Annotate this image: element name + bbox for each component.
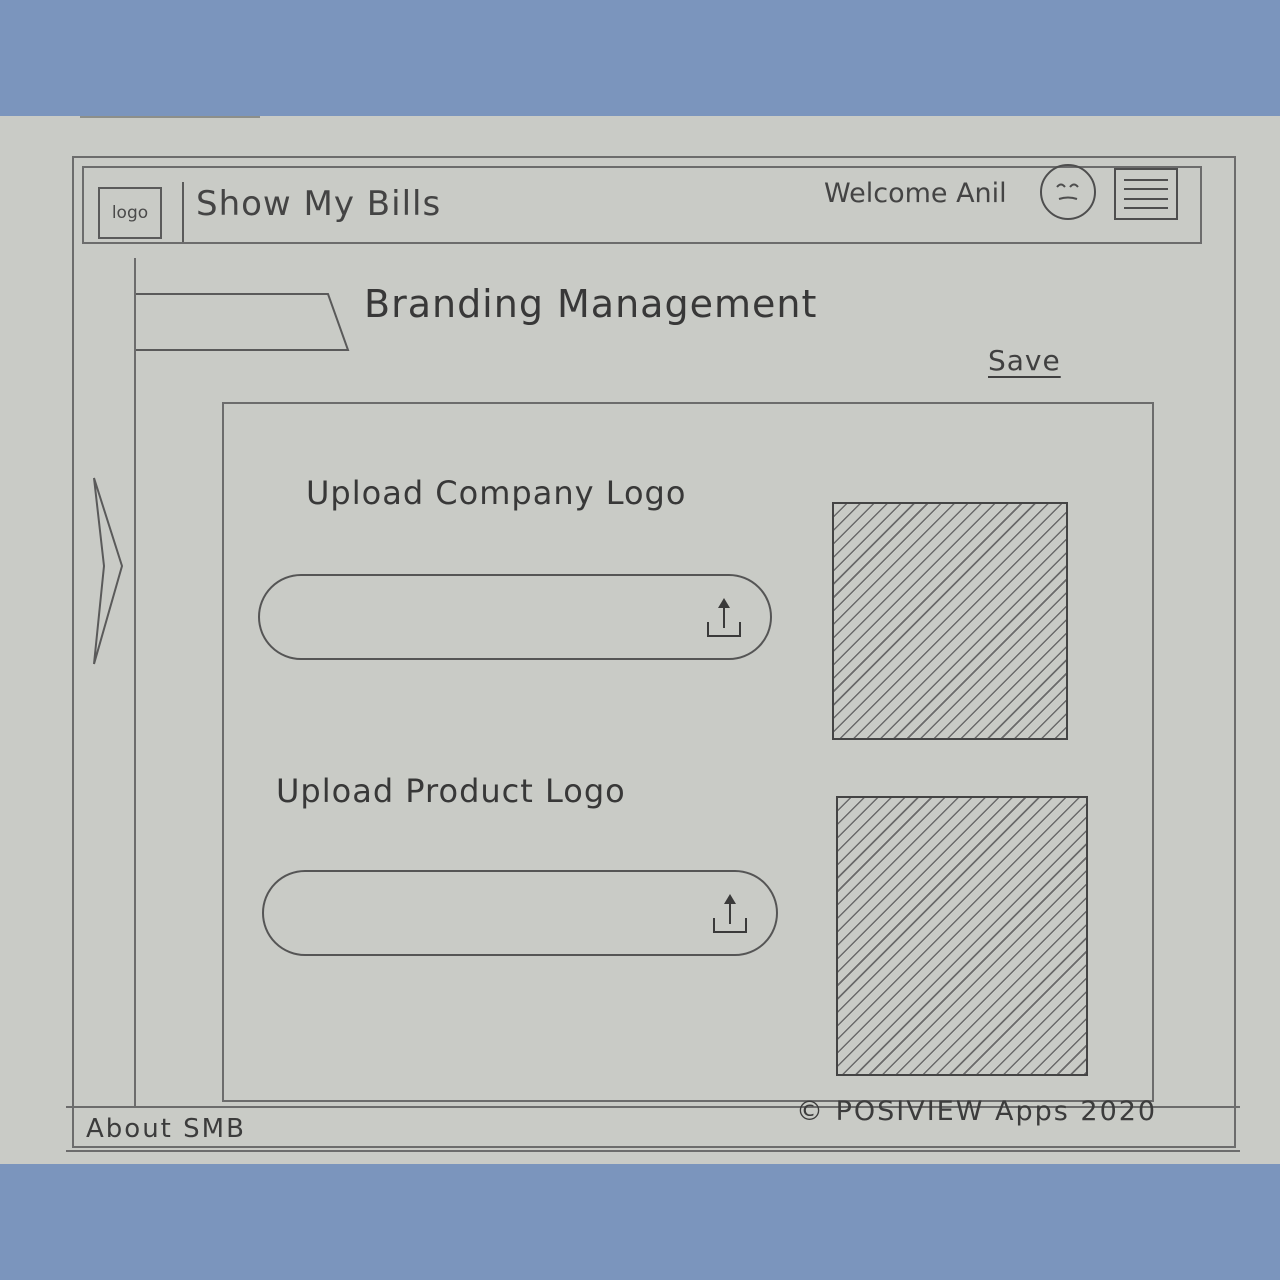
chevron-right-icon[interactable] [88,474,128,670]
app-logo-text: logo [111,203,149,223]
page-title: Branding Management [364,282,818,326]
upload-icon[interactable] [704,592,744,640]
page-tab-shape [136,293,350,351]
about-link[interactable]: About SMB [86,1114,246,1144]
app-footer [66,1106,1240,1152]
product-logo-label: Upload Product Logo [276,772,626,810]
header-divider [182,182,184,242]
save-button[interactable]: Save [988,344,1061,377]
hamburger-menu-icon[interactable] [1114,168,1178,220]
user-avatar-icon[interactable] [1040,164,1096,220]
company-logo-preview [832,502,1068,740]
sidebar [86,258,136,1108]
upload-icon[interactable] [710,888,750,936]
app-title: Show My Bills [196,184,442,224]
product-logo-upload-field[interactable] [262,870,778,956]
welcome-text: Welcome Anil [824,178,1007,209]
company-logo-label: Upload Company Logo [306,474,687,512]
product-logo-preview [836,796,1088,1076]
copyright-text: © POSIVIEW Apps 2020 [796,1096,1158,1127]
app-header [82,166,1202,244]
company-logo-upload-field[interactable] [258,574,772,660]
app-logo[interactable]: logo [98,187,162,239]
branding-form-panel [222,402,1154,1102]
app-window [72,156,1236,1148]
paper-edge-line [80,116,260,118]
